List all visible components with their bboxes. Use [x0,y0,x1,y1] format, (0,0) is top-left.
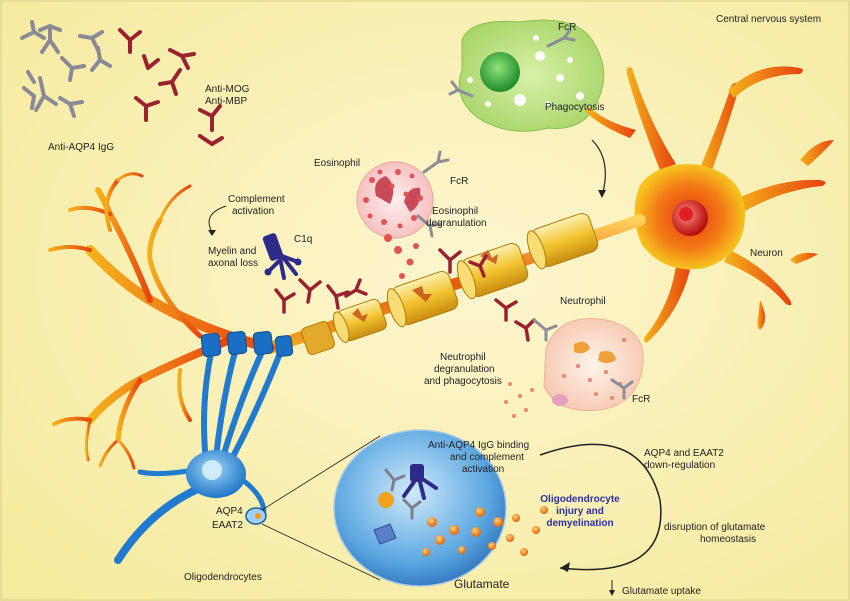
neutrophil-degranulation-label-1: Neutrophil [440,352,486,363]
aqp4-downregulation-label-1: AQP4 and EAAT2 [644,448,724,459]
aqp4-label: AQP4 [216,506,243,517]
myelin-loss-label-1: Myelin and [208,246,257,257]
oligodendrocyte-injury-label-3: demyelination [546,518,614,529]
neutrophil-label: Neutrophil [560,296,606,307]
disruption-label-2: homeostasis [700,534,757,545]
complement-label-2: activation [232,206,275,217]
c1q-complex-zoom [402,464,438,500]
oligodendrocyte-injury-label-2: injury and [556,506,604,517]
anti-mog-igg-on-axon [274,248,536,342]
neutrophil-cell [543,318,644,411]
oligodendrocyte-wraps [200,331,294,357]
macrophage-cell [458,19,605,132]
fcr-label-eosinophil: FcR [450,176,469,187]
cycle-arrow [539,443,662,571]
anti-mbp-label: Anti-MBP [205,96,248,107]
anti-mog-mbp-icons [118,28,224,147]
eosinophil-degranulation-label-1: Eosinophil [432,206,479,217]
oligodendrocytes-label: Oligodendrocytes [184,572,262,583]
eosinophil-degranulation-label-2: degranulation [426,218,487,229]
aqp4-downregulation-label-2: down-regulation [644,460,716,471]
oligodendrocyte-injury-label-1: Oligodendrocyte [540,494,620,505]
macrophage-nucleus [480,52,520,92]
neutrophil-degranulation-label-3: and phagocytosis [424,376,502,387]
glutamate-label: Glutamate [454,577,510,591]
c1q-label: C1q [294,234,313,245]
binding-label-2: and complement [450,452,524,463]
fcr-label-macrophage: FcR [558,22,577,33]
binding-label-3: activation [462,464,505,475]
neuron [584,66,834,343]
anti-aqp4-igg-icons [20,20,112,118]
glutamate-molecules [422,506,548,556]
c1q-complex [262,233,302,280]
glutamate-uptake-label: Glutamate uptake [622,586,701,597]
eosinophil-label: Eosinophil [314,158,361,169]
fcr-label-neutrophil: FcR [632,394,651,405]
anti-mog-label: Anti-MOG [205,84,250,95]
neutrophil-degranulation-label-2: degranulation [434,364,495,375]
cns-label: Central nervous system [716,14,822,25]
disruption-label-1: disruption of glutamate [664,522,766,533]
neuron-label: Neuron [750,248,783,259]
complement-label-1: Complement [228,194,285,205]
phagocytosis-label: Phagocytosis [545,102,605,113]
anti-aqp4-label: Anti-AQP4 IgG [48,142,115,153]
binding-label-1: Anti-AQP4 IgG binding [428,440,530,451]
eaat2-label: EAAT2 [212,520,243,531]
myelin-loss-label-2: axonal loss [208,258,259,269]
